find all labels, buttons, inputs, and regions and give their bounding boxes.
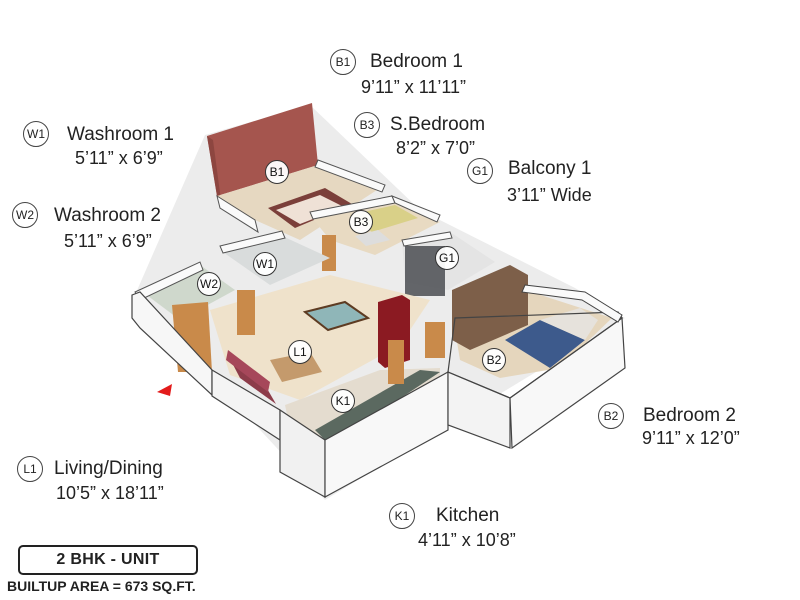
entry-arrow [157, 384, 172, 396]
living-floor [210, 275, 430, 400]
tag-w1: W1 [253, 252, 277, 276]
legend-dims-k1: 4’11” x 10’8” [418, 530, 516, 550]
legend-name-w1: Washroom 1 [67, 124, 174, 145]
legend-dims-g1: 3’11” Wide [507, 185, 592, 205]
tag-b3: B3 [349, 210, 373, 234]
legend-name-w2: Washroom 2 [54, 205, 161, 226]
builtup-area: BUILTUP AREA = 673 SQ.FT. [7, 578, 196, 594]
legend-badge-k1: K1 [389, 503, 415, 529]
legend-badge-b1: B1 [330, 49, 356, 75]
legend-badge-l1: L1 [17, 456, 43, 482]
tag-k1: K1 [331, 389, 355, 413]
legend-dims-b2: 9’11” x 12’0” [642, 428, 740, 448]
legend-badge-b3: B3 [354, 112, 380, 138]
bedroom2-bed [505, 320, 585, 368]
bedroom1-accent-wall [207, 103, 318, 196]
unit-type-label: 2 BHK - UNIT [18, 545, 198, 575]
legend-badge-w2: W2 [12, 202, 38, 228]
outer-wall-kitchen-side [324, 370, 449, 499]
legend-name-b1: Bedroom 1 [370, 51, 463, 72]
legend-dims-b1: 9’11” x 11’11” [361, 77, 467, 97]
legend-name-l1: Living/Dining [54, 458, 163, 479]
legend-dims-l1: 10’5” x 18’11” [56, 483, 164, 503]
legend-badge-b2: B2 [598, 403, 624, 429]
legend-name-k1: Kitchen [436, 505, 500, 526]
legend-name-b3: S.Bedroom [390, 114, 486, 135]
dining-table [302, 300, 371, 332]
tag-w2: W2 [197, 272, 221, 296]
legend-badge-g1: G1 [467, 158, 493, 184]
sbedroom-door [322, 235, 336, 271]
tag-g1: G1 [435, 246, 459, 270]
legend-dims-w1: 5’11” x 6’9” [75, 148, 163, 168]
tag-b1: B1 [265, 160, 289, 184]
legend-dims-b3: 8’2” x 7’0” [396, 138, 476, 158]
wardrobe [452, 265, 528, 350]
legend-name-b2: Bedroom 2 [643, 405, 736, 426]
legend-name-g1: Balcony 1 [508, 158, 592, 179]
tag-l1: L1 [288, 340, 312, 364]
tag-b2: B2 [482, 348, 506, 372]
kitchen-counter [315, 370, 440, 445]
legend-badge-w1: W1 [23, 121, 49, 147]
legend-dims-w2: 5’11” x 6’9” [64, 231, 152, 251]
